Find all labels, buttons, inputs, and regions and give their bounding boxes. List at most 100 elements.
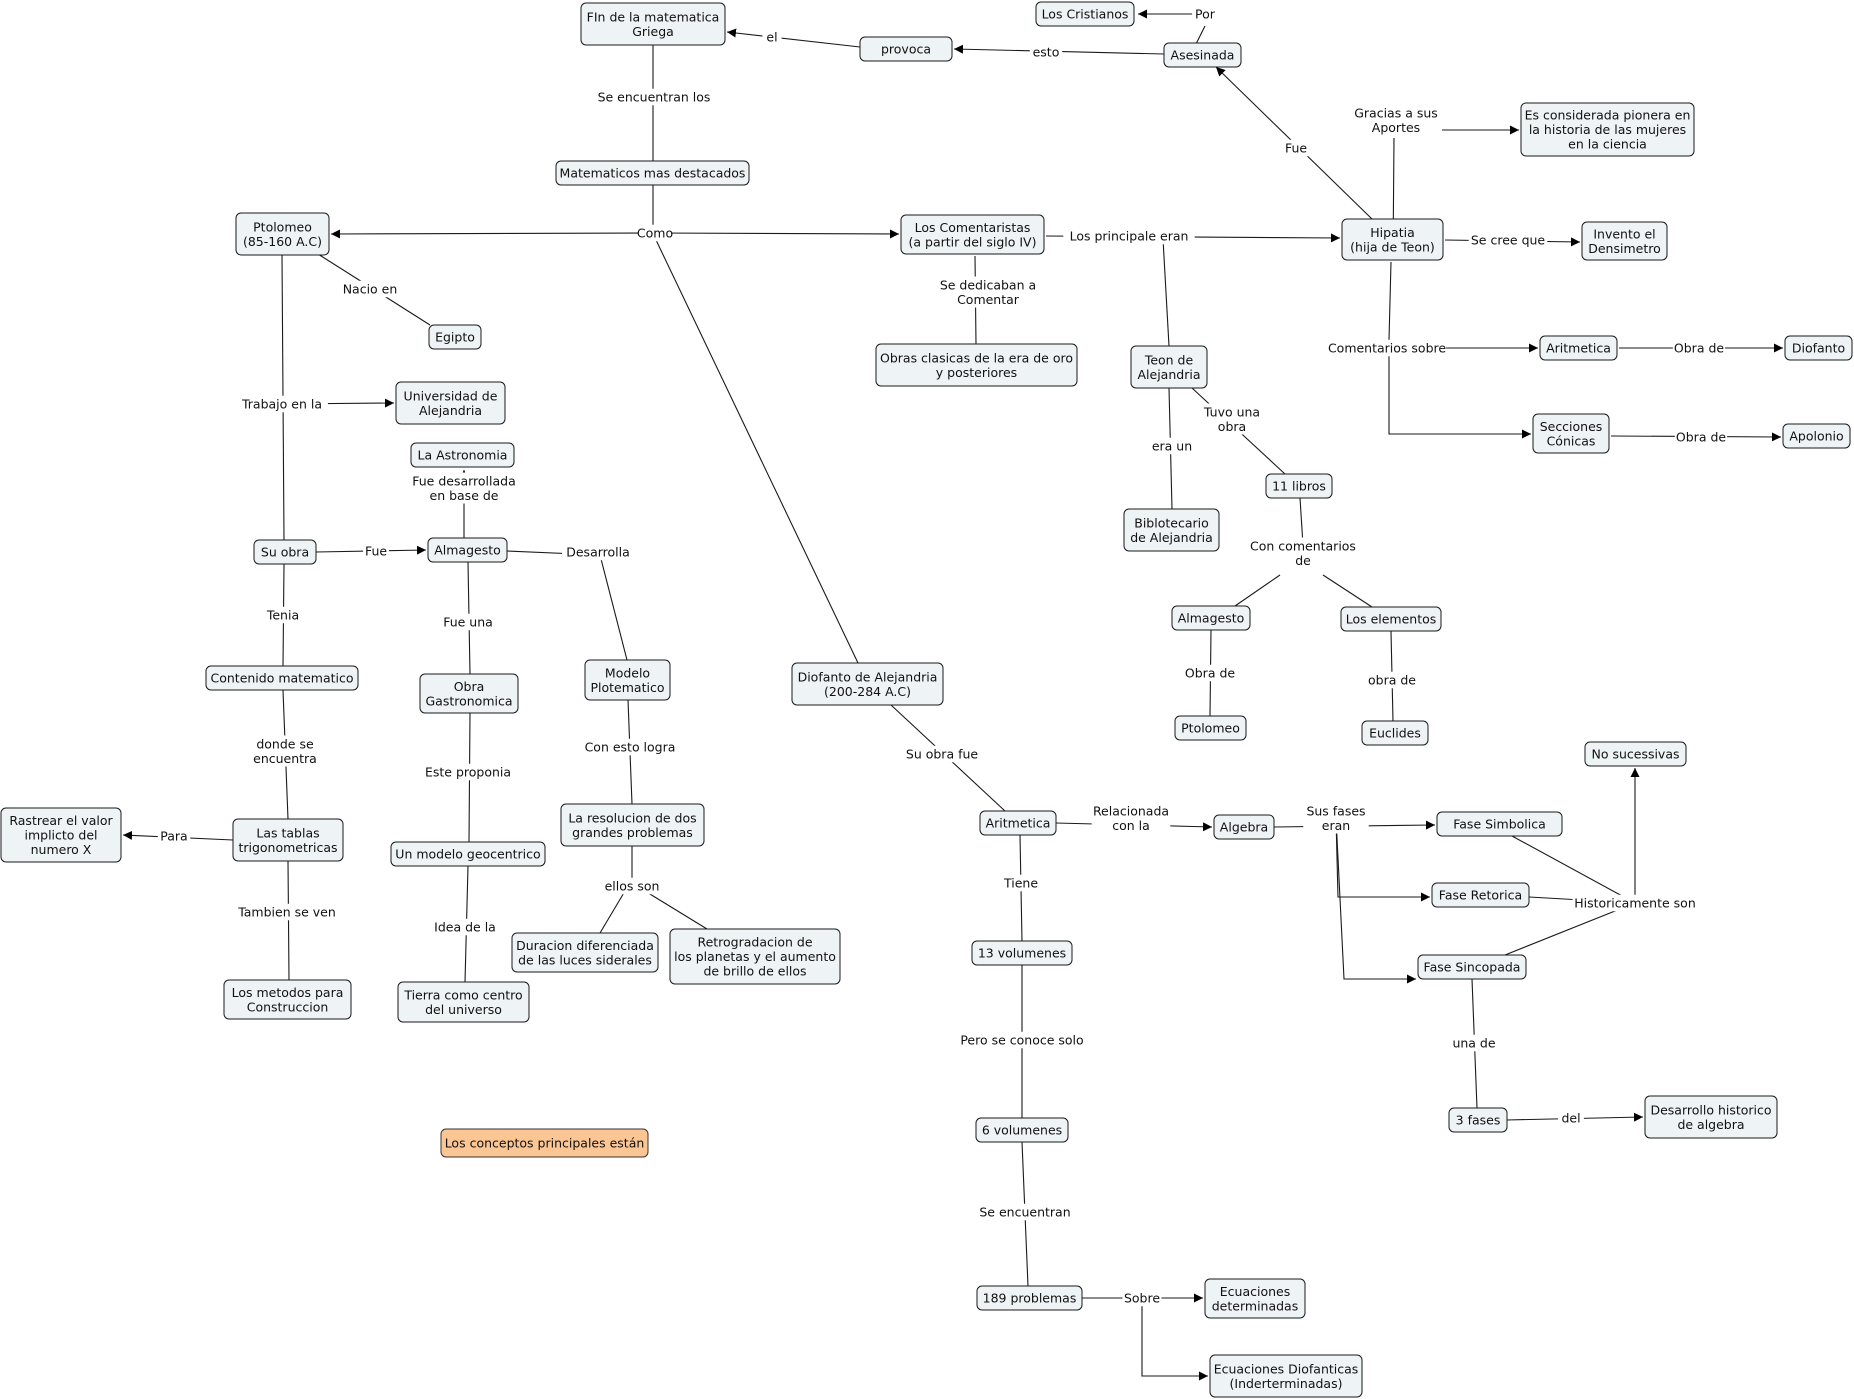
node-label-text: Diofanto de Alejandria: [798, 669, 938, 684]
label-backdrop: [562, 543, 634, 561]
node-label-text: Egipto: [435, 330, 475, 345]
concept-node-algebra[interactable]: Algebra: [1213, 814, 1275, 840]
concept-node-provoca[interactable]: provoca: [859, 36, 953, 62]
node-label-text: Invento el: [1593, 226, 1655, 241]
concept-node-matematicos[interactable]: Matematicos mas destacados: [555, 160, 750, 186]
concept-node-contenido[interactable]: Contenido matematico: [205, 665, 359, 691]
link-label-text: Los principale eran: [1070, 229, 1189, 244]
node-label-text: Los conceptos principales están: [445, 1136, 645, 1151]
node-label-text: Desarrollo historico: [1650, 1102, 1771, 1117]
concept-node-no-sucesivas[interactable]: No sucessivas: [1584, 741, 1687, 767]
label-backdrop: [902, 745, 982, 763]
concept-node-fase-simbolica[interactable]: Fase Simbolica: [1436, 811, 1563, 837]
concept-node-comentaristas[interactable]: Los Comentaristas(a partir del siglo IV): [900, 214, 1045, 255]
concept-node-diofanto-alej[interactable]: Diofanto de Alejandria(200-284 A.C): [791, 662, 944, 706]
label-backdrop: [252, 735, 318, 767]
concept-node-ec-dio[interactable]: Ecuaciones Diofanticas(Inderterminadas): [1209, 1354, 1363, 1398]
concept-node-egipto[interactable]: Egipto: [428, 324, 482, 350]
link-label-su-obra-fue: Su obra fue: [902, 745, 982, 763]
label-backdrop: [363, 542, 389, 560]
concept-node-apolonio[interactable]: Apolonio: [1782, 423, 1851, 449]
link-label-idea: Idea de la: [429, 918, 501, 936]
concept-node-trece-vol[interactable]: 13 volumenes: [971, 940, 1073, 966]
node-box: [1784, 335, 1853, 361]
link-label-nacio: Nacio en: [340, 280, 400, 298]
node-label-text: (85-160 A.C): [243, 234, 322, 249]
concept-node-euclides[interactable]: Euclides: [1361, 720, 1429, 746]
node-box: [397, 981, 530, 1023]
node-label-text: (a partir del siglo IV): [909, 234, 1037, 249]
concept-node-almagesto2[interactable]: Almagesto: [1171, 605, 1251, 631]
concept-node-once-libros[interactable]: 11 libros: [1265, 473, 1333, 499]
connector-line: [655, 239, 859, 664]
link-label-text: Este proponia: [425, 765, 511, 780]
node-box: [1532, 413, 1610, 454]
concept-node-su-obra[interactable]: Su obra: [253, 539, 317, 565]
link-label-text: esto: [1033, 45, 1060, 60]
link-label-este-proponia: Este proponia: [422, 763, 514, 781]
concept-node-aritmetica-h[interactable]: Aritmetica: [1539, 335, 1618, 361]
link-label-text: era un: [1152, 439, 1192, 454]
node-label-text: Densimetro: [1588, 241, 1661, 256]
node-box: [410, 442, 515, 468]
concept-node-ptolomeo[interactable]: Ptolomeo(85-160 A.C): [235, 212, 330, 256]
node-label-text: en la ciencia: [1568, 137, 1647, 152]
concept-node-conceptos[interactable]: Los conceptos principales están: [440, 1128, 649, 1158]
concept-node-astronomia[interactable]: La Astronomia: [410, 442, 515, 468]
concept-node-diofanto[interactable]: Diofanto: [1784, 335, 1853, 361]
concept-node-problemas[interactable]: 189 problemas: [976, 1285, 1083, 1311]
node-label-text: numero X: [31, 842, 92, 857]
node-label-text: 189 problemas: [983, 1291, 1077, 1306]
node-box: [428, 324, 482, 350]
concept-node-geocentrico[interactable]: Un modelo geocentrico: [390, 841, 546, 867]
concept-node-almagesto[interactable]: Almagesto: [427, 537, 508, 563]
link-label-text: el: [766, 30, 777, 45]
link-label-text: de: [1295, 553, 1311, 568]
node-label-text: Biblotecario: [1134, 515, 1209, 530]
label-backdrop: [441, 613, 495, 631]
concept-node-fase-retorica[interactable]: Fase Retorica: [1431, 882, 1530, 908]
concept-node-asesinada[interactable]: Asesinada: [1163, 42, 1242, 68]
link-label-text: Con esto logra: [585, 740, 676, 755]
concept-node-tres-fases[interactable]: 3 fases: [1448, 1107, 1508, 1133]
concept-node-fase-sincopada[interactable]: Fase Sincopada: [1417, 954, 1527, 980]
node-label-text: 13 volumenes: [978, 946, 1066, 961]
concept-node-ptolomeo2[interactable]: Ptolomeo: [1174, 715, 1247, 741]
concept-node-elementos[interactable]: Los elementos: [1340, 606, 1442, 632]
link-label-text: Fue una: [443, 615, 493, 630]
label-backdrop: [1283, 139, 1309, 157]
label-backdrop: [157, 827, 191, 845]
node-label-text: Hipatia: [1370, 225, 1415, 240]
link-label-sobre: Sobre: [1122, 1289, 1162, 1307]
concept-node-aritmetica-d[interactable]: Aritmetica: [979, 810, 1057, 836]
connector-line: [1504, 902, 1636, 956]
concept-node-cristianos[interactable]: Los Cristianos: [1035, 1, 1135, 27]
concept-node-hipatia[interactable]: Hipatia(hija de Teon): [1341, 218, 1444, 261]
node-box: [395, 381, 506, 425]
label-backdrop: [599, 877, 665, 895]
concept-node-seis-vol[interactable]: 6 volumenes: [975, 1117, 1069, 1143]
node-label-text: Euclides: [1369, 726, 1421, 741]
